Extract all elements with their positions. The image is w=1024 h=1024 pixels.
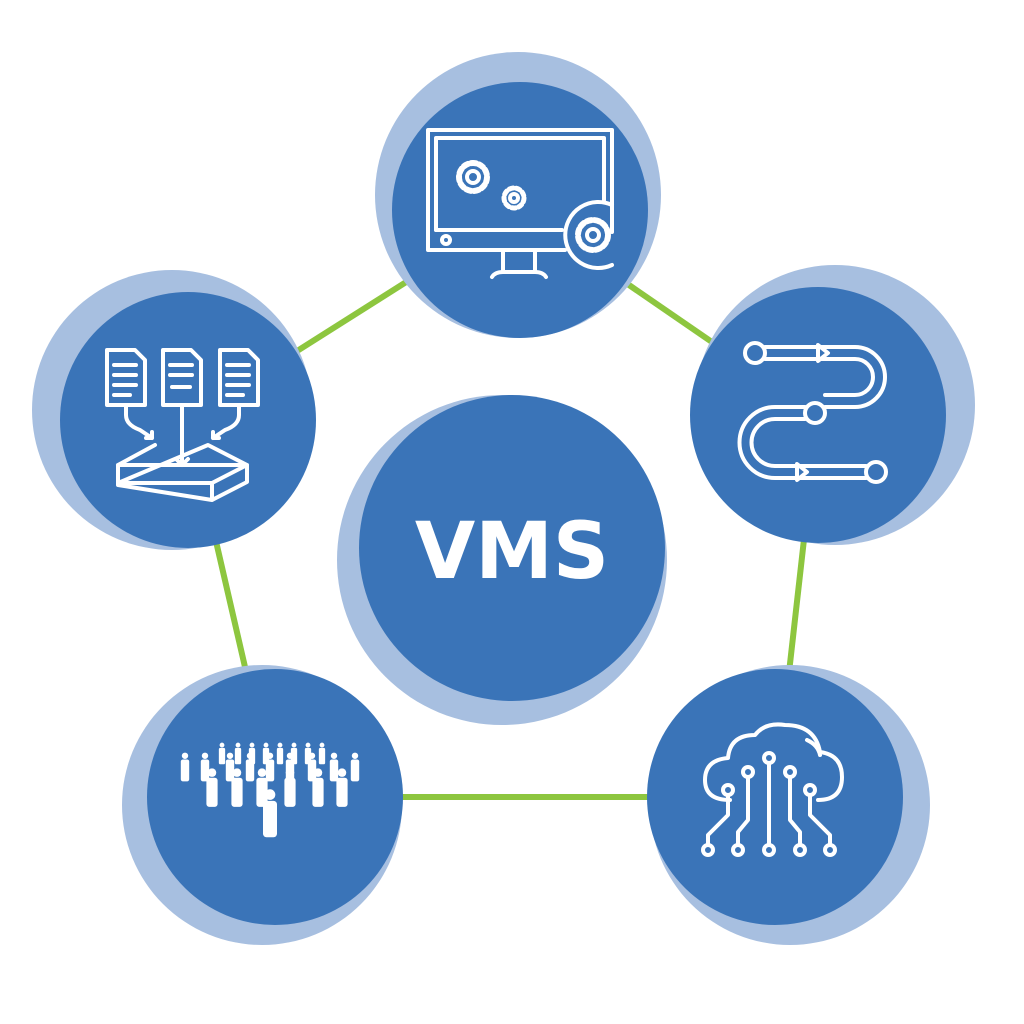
person-figure bbox=[307, 752, 317, 782]
person-figure bbox=[245, 752, 255, 782]
workflow-path-icon bbox=[737, 341, 888, 484]
person-figure bbox=[284, 768, 296, 807]
person-figure bbox=[200, 752, 210, 782]
person-figure bbox=[312, 768, 324, 807]
node-circle bbox=[392, 82, 648, 338]
person-figure bbox=[263, 789, 277, 838]
center-label: VMS bbox=[415, 507, 609, 597]
documents-inbox-icon bbox=[105, 348, 260, 502]
center-circle bbox=[359, 395, 665, 701]
person-figure bbox=[231, 768, 243, 807]
cloud-network-icon bbox=[701, 722, 844, 857]
person-figure bbox=[218, 742, 226, 765]
node-circle bbox=[60, 292, 316, 548]
person-figure bbox=[225, 752, 235, 782]
person-figure bbox=[206, 768, 218, 807]
person-figure bbox=[350, 752, 360, 782]
node-documents-inbox bbox=[32, 270, 316, 550]
node-cloud-network bbox=[647, 665, 930, 945]
monitor-gears-icon bbox=[426, 128, 614, 279]
person-figure bbox=[336, 768, 348, 807]
person-figure bbox=[180, 752, 190, 782]
node-circle bbox=[647, 669, 903, 925]
center-node: VMS bbox=[337, 395, 667, 725]
person-figure bbox=[265, 752, 275, 782]
crowd-people-icon bbox=[180, 742, 360, 838]
node-circle bbox=[690, 287, 946, 543]
node-crowd bbox=[122, 665, 403, 945]
person-figure bbox=[276, 742, 284, 765]
node-monitor-gears bbox=[375, 52, 661, 338]
node-workflow bbox=[690, 265, 975, 545]
person-figure bbox=[285, 752, 295, 782]
person-figure bbox=[329, 752, 339, 782]
node-circle bbox=[147, 669, 403, 925]
person-figure bbox=[318, 742, 326, 765]
person-figure bbox=[234, 742, 242, 765]
person-figure bbox=[256, 768, 268, 807]
